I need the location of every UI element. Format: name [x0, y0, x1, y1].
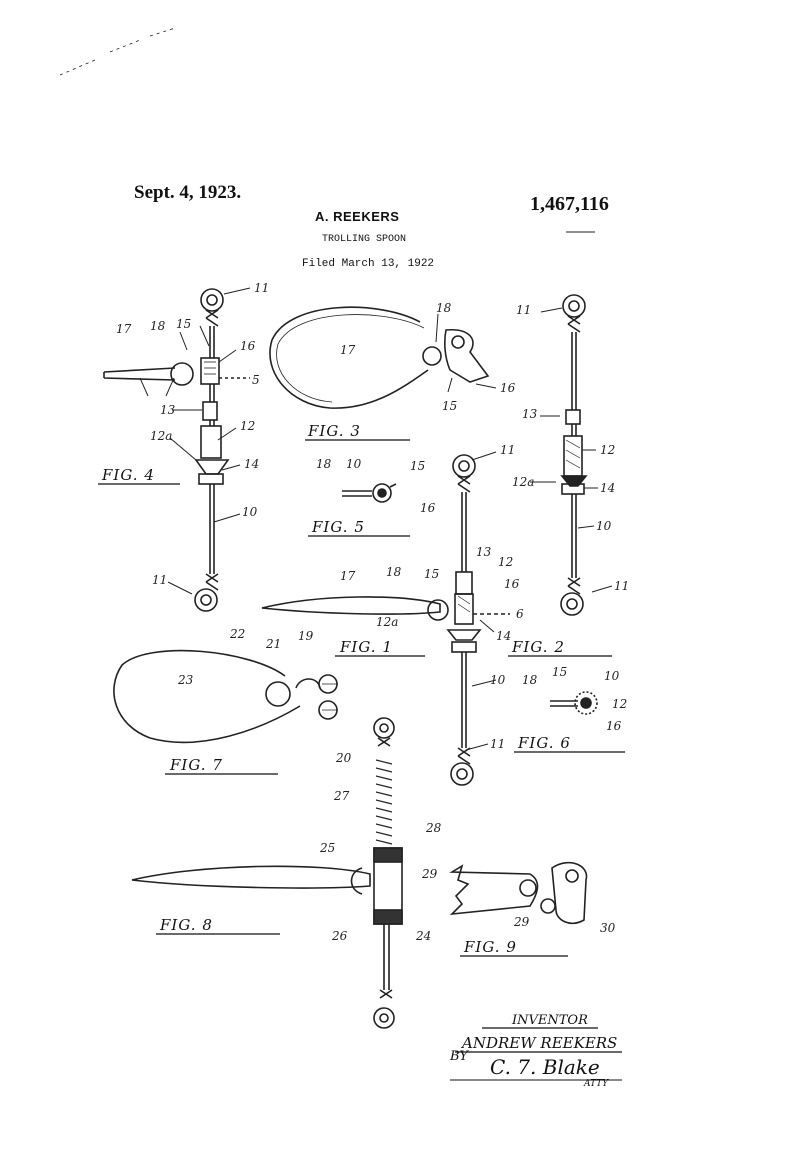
- ref-14b: 14: [600, 481, 615, 495]
- ref-17c: 17: [340, 569, 356, 583]
- ref-23: 23: [177, 673, 194, 687]
- ref-17: 17: [116, 322, 132, 336]
- ref-5: 5: [252, 373, 260, 387]
- ref-14c: 14: [496, 629, 511, 643]
- ref-15b: 15: [442, 399, 457, 413]
- stray-mark: [60, 28, 175, 75]
- figure-labels: FIG. 4 FIG. 3 FIG. 5 FIG. 1 FIG. 2 FIG. …: [98, 422, 625, 956]
- ref-16e: 16: [606, 719, 622, 733]
- ref-13: 13: [160, 403, 176, 417]
- ref-15d: 15: [424, 567, 439, 581]
- ref-15e: 15: [552, 665, 567, 679]
- fig8-label: FIG. 8: [159, 916, 213, 934]
- fig3-label: FIG. 3: [307, 422, 361, 440]
- ref-12a: 12a: [150, 429, 172, 443]
- ref-14: 14: [244, 457, 259, 471]
- inventor-signature: ANDREW REEKERS: [460, 1034, 617, 1052]
- ref-19: 19: [298, 629, 314, 643]
- signature-block: INVENTOR ANDREW REEKERS BY C. 7. Blake A…: [449, 1013, 622, 1089]
- ref-12b: 12: [600, 443, 615, 457]
- ref-12d: 12: [612, 697, 627, 711]
- ref-10b: 10: [346, 457, 362, 471]
- ref-16c: 16: [420, 501, 436, 515]
- ref-26: 26: [331, 929, 348, 943]
- ref-11f: 11: [490, 737, 505, 751]
- ref-10e: 10: [604, 669, 620, 683]
- fig4-drawing: [104, 289, 250, 611]
- fig6-drawing: [550, 692, 597, 714]
- fig9-label: FIG. 9: [463, 938, 517, 956]
- ref-16b: 16: [500, 381, 516, 395]
- ref-28: 28: [425, 821, 442, 835]
- ref-13c: 13: [476, 545, 492, 559]
- fig1-label: FIG. 1: [339, 638, 393, 656]
- ref-16d: 16: [504, 577, 520, 591]
- ref-12a-b: 12a: [512, 475, 534, 489]
- ref-12c: 12: [498, 555, 513, 569]
- by-label: BY: [449, 1049, 469, 1064]
- ref-11e: 11: [500, 443, 515, 457]
- fig2-label: FIG. 2: [511, 638, 565, 656]
- ref-11c: 11: [516, 303, 531, 317]
- ref-12a-c: 12a: [376, 615, 398, 629]
- ref-17b: 17: [340, 343, 356, 357]
- ref-15: 15: [176, 317, 191, 331]
- ref-27: 27: [333, 789, 350, 803]
- ref-29b: 29: [513, 915, 530, 929]
- ref-11: 11: [254, 281, 269, 295]
- reference-numerals: 11 15 18 17 16 5 13 12 12a 14 10 11 17 1…: [116, 281, 629, 943]
- attorney-signature: C. 7. Blake: [490, 1055, 600, 1079]
- fig7-drawing: [114, 651, 338, 743]
- ref-25: 25: [319, 841, 335, 855]
- ref-13b: 13: [522, 407, 538, 421]
- ref-12: 12: [240, 419, 255, 433]
- ref-6: 6: [516, 607, 524, 621]
- ref-16: 16: [240, 339, 256, 353]
- fig3-drawing: [270, 307, 488, 408]
- ref-15c: 15: [410, 459, 425, 473]
- fig5-drawing: [342, 484, 396, 502]
- ref-18c: 18: [316, 457, 332, 471]
- fig5-label: FIG. 5: [311, 518, 365, 536]
- ref-29: 29: [421, 867, 438, 881]
- ref-11b: 11: [152, 573, 167, 587]
- fig6-label: FIG. 6: [517, 734, 571, 752]
- ref-20: 20: [335, 751, 352, 765]
- fig7-label: FIG. 7: [169, 756, 223, 774]
- ref-18d: 18: [386, 565, 402, 579]
- ref-24: 24: [415, 929, 431, 943]
- inventor-label: INVENTOR: [511, 1013, 588, 1028]
- ref-22: 22: [229, 627, 245, 641]
- fig4-label: FIG. 4: [101, 466, 155, 484]
- ref-11d: 11: [614, 579, 629, 593]
- ref-10c: 10: [596, 519, 612, 533]
- ref-18b: 18: [436, 301, 452, 315]
- ref-10d: 10: [490, 673, 506, 687]
- ref-18e: 18: [522, 673, 538, 687]
- ref-21: 21: [265, 637, 281, 651]
- ref-10: 10: [242, 505, 258, 519]
- ref-18: 18: [150, 319, 166, 333]
- fig2-drawing: [561, 295, 586, 615]
- ref-30: 30: [600, 921, 616, 935]
